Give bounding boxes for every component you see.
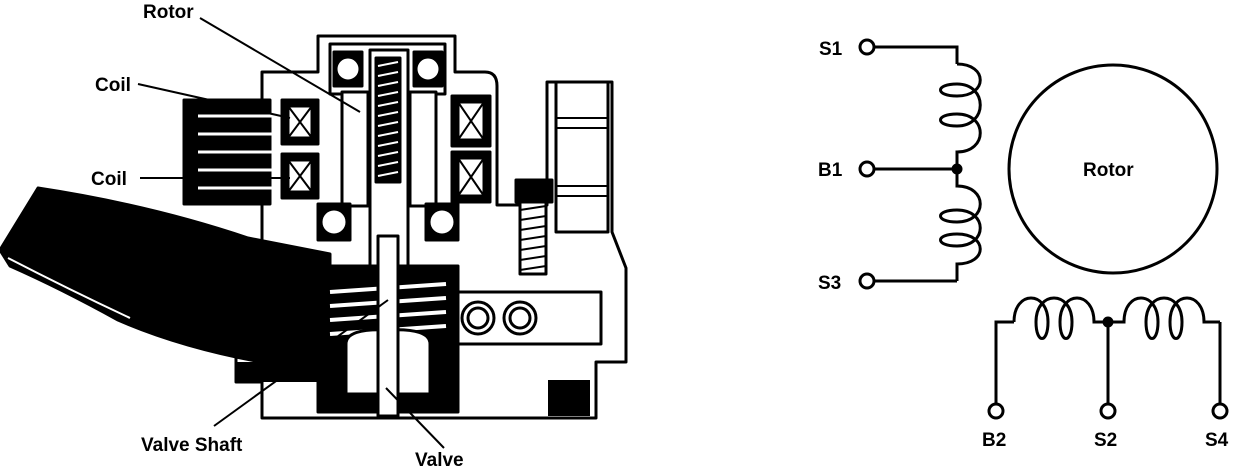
valve-cross-section (0, 17, 628, 449)
terminal-b1-label: B1 (818, 160, 843, 181)
schematic-rotor-label: Rotor (1083, 160, 1134, 181)
leader-valve (385, 387, 445, 449)
coil-top-right (450, 94, 492, 148)
terminal-s1-label: S1 (819, 39, 843, 60)
leader-coil-top (137, 83, 291, 119)
leader-rotor (199, 17, 361, 113)
thread-pattern (377, 61, 399, 177)
terminal-b2-node (987, 402, 1005, 420)
label-valve: Valve (415, 450, 464, 470)
label-coil-top: Coil (95, 75, 131, 96)
coil-top-left (280, 98, 320, 146)
bearing-ball (322, 210, 346, 234)
coil-lower-winding (939, 169, 982, 281)
leader-valve-shaft (213, 299, 389, 427)
coil-left-winding (1012, 296, 1108, 340)
label-coil-bottom: Coil (91, 169, 127, 190)
wire-b2 (994, 320, 1014, 403)
coil-upper-winding (939, 62, 982, 169)
terminal-b1-node (858, 160, 876, 178)
terminal-s4-node (1211, 402, 1229, 420)
rotor-body-right (408, 90, 438, 208)
valve-shaft-rod (376, 234, 400, 418)
pipe-rings (556, 117, 608, 197)
bearing-ball (430, 210, 454, 234)
label-rotor: Rotor (143, 2, 194, 23)
hose (0, 186, 332, 374)
housing-shade-bottom-right (548, 380, 590, 416)
stepper-schematic (858, 38, 1229, 420)
terminal-s4-label: S4 (1205, 430, 1229, 451)
wire-s1 (874, 45, 959, 64)
terminal-s3-label: S3 (818, 273, 841, 294)
port-left-inner (466, 306, 490, 330)
coil-bottom-right (450, 150, 492, 204)
bolt-shank (518, 200, 548, 276)
terminal-s1-node (858, 38, 876, 56)
hose-inner-line (7, 257, 131, 319)
port-block (453, 290, 603, 346)
bearing-ball (417, 58, 439, 80)
bolt-head (514, 178, 554, 204)
terminal-b2-label: B2 (982, 430, 1006, 451)
terminal-s3-node (858, 272, 876, 290)
terminal-s2-label: S2 (1094, 430, 1117, 451)
threaded-shaft (374, 56, 402, 184)
label-valve-shaft: Valve Shaft (141, 435, 243, 456)
rotor-body-left (340, 90, 370, 208)
coil-bottom-left (280, 152, 320, 200)
port-right-inner (508, 306, 532, 330)
bolt-thread (519, 205, 547, 271)
rotor-circle (1007, 63, 1219, 275)
pipe (554, 80, 610, 234)
terminal-s2-node (1099, 402, 1117, 420)
coil-right-winding (1108, 296, 1220, 340)
bearing-ball (337, 58, 359, 80)
